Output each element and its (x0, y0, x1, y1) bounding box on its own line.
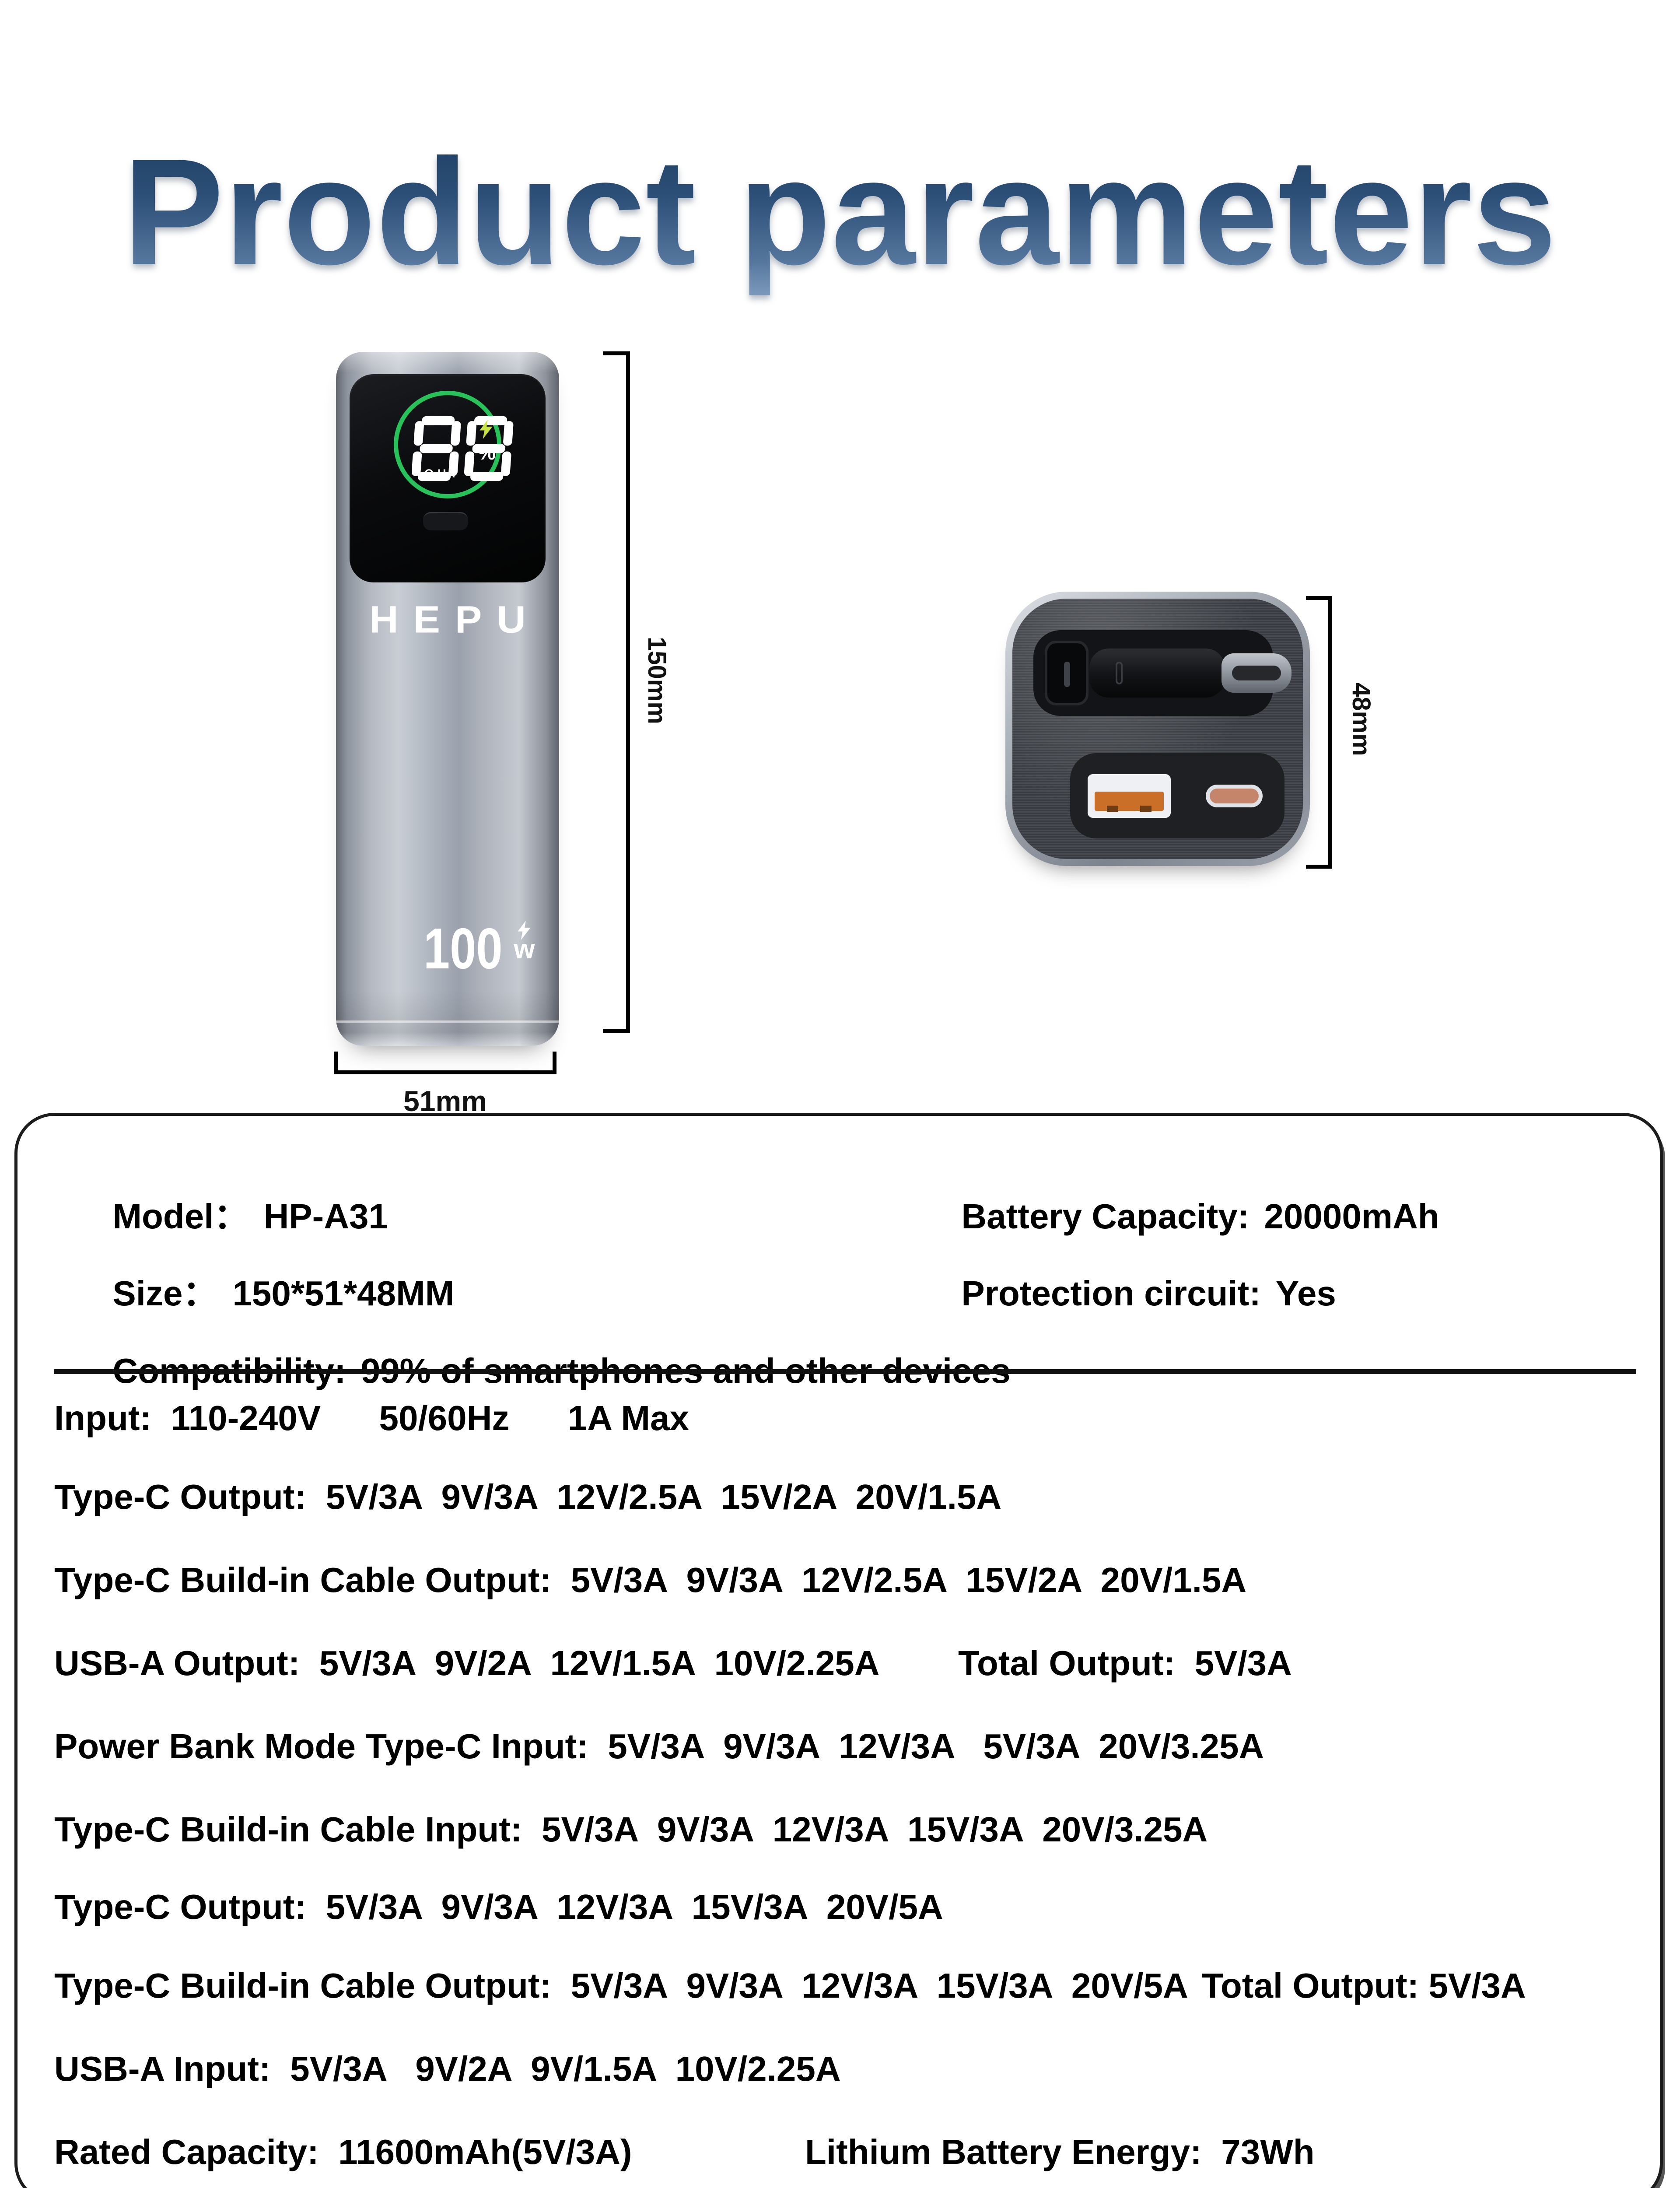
spec-row-battery-capacity: Battery Capacity: 20000mAh (903, 1147, 1439, 1285)
builtin-cable-recess (1033, 630, 1292, 716)
spec-row-usba-output: USB-A Output: 5V/3A 9V/2A 12V/1.5A 10V/2… (54, 1644, 880, 1683)
protection-circuit-value: Yes (1275, 1274, 1336, 1313)
spec-row-rated-capacity: Rated Capacity: 11600mAh(5V/3A) (54, 2132, 632, 2171)
watt-unit-group: w (514, 921, 535, 964)
spec-row-input: Input: 110-240V 50/60Hz 1A Max (54, 1399, 689, 1438)
usb-a-contact-notch (1140, 806, 1152, 812)
spec-row-usba-input: USB-A Input: 5V/3A 9V/2A 9V/1.5A 10V/2.2… (54, 2049, 841, 2088)
power-button (423, 512, 468, 530)
spec-row-powerbank-mode-typec-input: Power Bank Mode Type-C Input: 5V/3A 9V/3… (54, 1727, 1264, 1766)
usb-a-tongue (1095, 792, 1164, 812)
ports-recess (1070, 753, 1284, 838)
battery-ring-indicator: % OUT (394, 391, 514, 498)
charging-bolt-icon (480, 420, 493, 439)
spec-row-protection-circuit: Protection circuit: Yes (903, 1224, 1336, 1362)
size-value: 150*51*48MM (232, 1274, 455, 1313)
spec-row-typec-cable-output-2: Type-C Build-in Cable Output: 5V/3A 9V/3… (54, 1966, 1188, 2005)
watt-mark: 100 w (424, 920, 535, 978)
cable-connector-notch (1116, 662, 1123, 684)
spec-row-typec-cable-input: Type-C Build-in Cable Input: 5V/3A 9V/3A… (54, 1810, 1208, 1849)
watt-number: 100 (424, 916, 503, 981)
watt-bolt-icon (518, 921, 531, 940)
model-label: Model： (112, 1197, 249, 1236)
spec-divider (54, 1369, 1636, 1374)
spec-row-typec-output: Type-C Output: 5V/3A 9V/3A 12V/2.5A 15V/… (54, 1477, 1002, 1516)
spec-usba-total-output: Total Output: 5V/3A (958, 1644, 1292, 1683)
battery-capacity-value: 20000mAh (1264, 1197, 1439, 1236)
usb-a-contact-notch (1107, 806, 1118, 812)
depth-dimension-bracket (1306, 596, 1332, 869)
width-dimension-bracket (334, 1052, 556, 1074)
display-panel: % OUT (350, 374, 546, 582)
percent-sign: % (478, 441, 496, 464)
width-dimension-label: 51mm (403, 1085, 487, 1117)
size-label: Size： (112, 1274, 218, 1313)
usb-a-port (1088, 774, 1171, 818)
usb-c-port (1206, 785, 1263, 807)
cable-anchor-slot (1045, 641, 1088, 705)
builtin-cable-connector (1089, 649, 1225, 698)
top-surface (1012, 599, 1303, 859)
spec-row-size: Size： 150*51*48MM (54, 1224, 454, 1362)
cable-anchor-slit (1064, 662, 1070, 687)
spec-typec-cable-output-2-total: Total Output: 5V/3A (1202, 1966, 1526, 2005)
page-title: Product parameters (0, 129, 1680, 295)
usb-c-port-inner (1210, 789, 1259, 803)
spec-box: Model： HP-A31 Battery Capacity: 20000mAh S… (14, 1113, 1663, 2188)
depth-dimension-label: 48mm (1347, 683, 1376, 756)
body-seam-line (336, 1020, 559, 1023)
usb-c-plug-slot (1232, 666, 1281, 680)
model-value: HP-A31 (263, 1197, 388, 1236)
watt-unit: w (514, 934, 535, 964)
height-dimension-label: 150mm (643, 637, 671, 724)
spec-row-typec-cable-output: Type-C Build-in Cable Output: 5V/3A 9V/3… (54, 1560, 1247, 1599)
spec-lithium-battery-energy: Lithium Battery Energy: 73Wh (805, 2132, 1315, 2171)
powerbank-front-view: % OUT HEPU 100 w (336, 352, 559, 1046)
spec-row-typec-output-2: Type-C Output: 5V/3A 9V/3A 12V/3A 15V/3A… (54, 1887, 943, 1926)
height-dimension-bracket (603, 351, 630, 1033)
seven-segment-percentage (412, 416, 514, 481)
usb-c-plug-tip (1222, 653, 1292, 693)
brand-logo: HEPU (369, 598, 541, 641)
protection-circuit-label: Protection circuit: (961, 1274, 1261, 1313)
battery-capacity-label: Battery Capacity: (961, 1197, 1250, 1236)
powerbank-top-view (1005, 592, 1310, 866)
output-mode-label: OUT (424, 467, 461, 480)
spec-row-model: Model： HP-A31 (54, 1147, 388, 1285)
